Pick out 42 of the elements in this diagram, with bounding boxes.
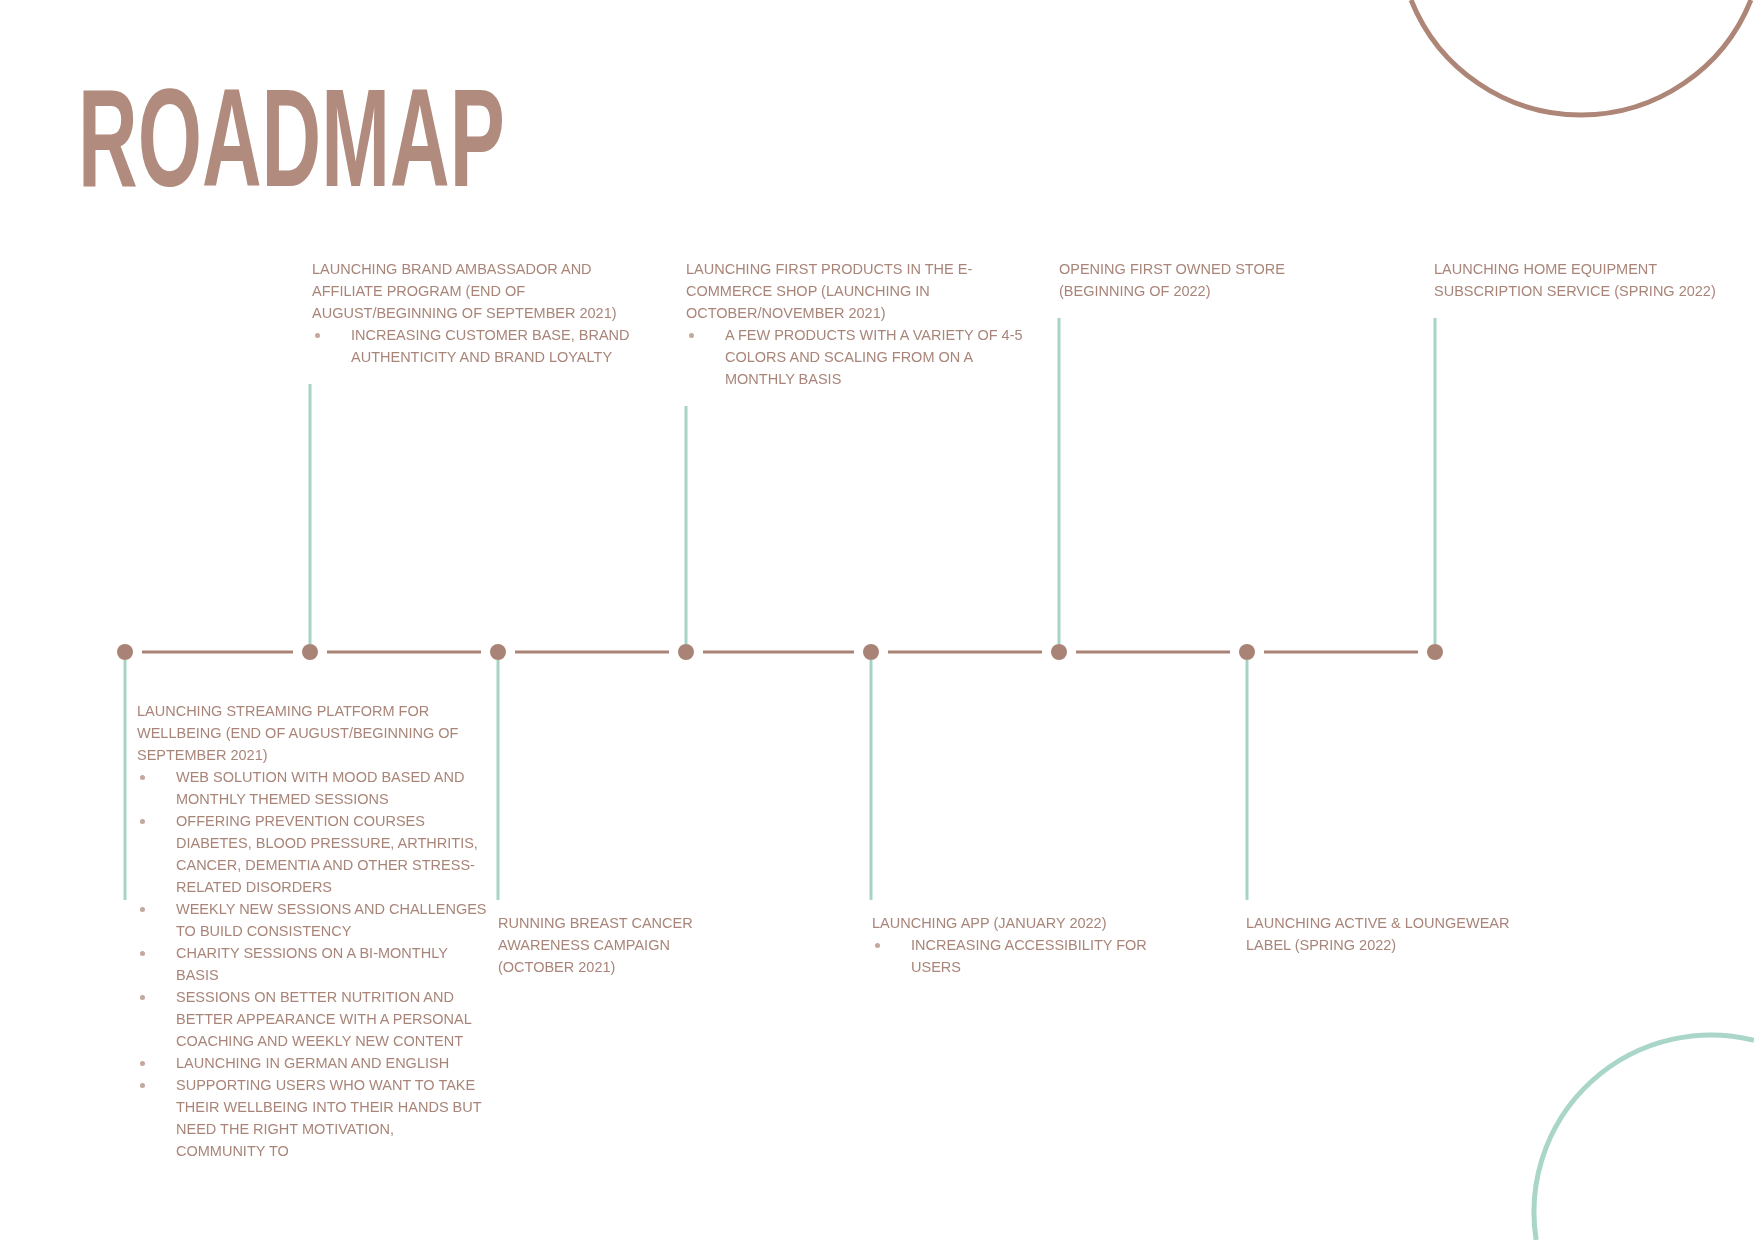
connector-line <box>308 384 312 644</box>
bullet-text: CHARITY SESSIONS ON A BI-MONTHLY BASIS <box>176 944 449 985</box>
connector-line <box>123 660 127 900</box>
milestone-title: RUNNING BREAST CANCER AWARENESS CAMPAIGN (OCTOBER 2021) <box>498 914 694 977</box>
connector-line <box>496 660 500 900</box>
timeline-dot <box>1427 644 1443 660</box>
timeline-dot <box>302 644 318 660</box>
timeline-dot <box>678 644 694 660</box>
bullet-text: WEEKLY NEW SESSIONS AND CHALLENGES TO BUILD CONSISTENCY <box>176 900 487 941</box>
milestone-title: LAUNCHING HOME EQUIPMENT SUBSCRIPTION SERVICE (SPRING 2022) <box>1434 260 1717 301</box>
connector-line <box>1245 660 1249 900</box>
bullet-text: SESSIONS ON BETTER NUTRITION AND BETTER APPEARANCE WITH A PERSONAL COACHING AND WEEKLY NEW CONTENT <box>176 988 473 1051</box>
timeline-line <box>888 650 1042 654</box>
milestone-title: LAUNCHING BRAND AMBASSADOR AND AFFILIATE PROGRAM (END OF AUGUST/BEGINNING OF SEPTEMBER 2021) <box>312 260 618 323</box>
timeline-line <box>1264 650 1418 654</box>
milestone-title: OPENING FIRST OWNED STORE (BEGINNING OF 2022) <box>1059 260 1286 301</box>
timeline-dot <box>117 644 133 660</box>
connector-line <box>869 660 873 900</box>
connector-line <box>1433 318 1437 644</box>
milestone-title: LAUNCHING ACTIVE & LOUNGEWEAR LABEL (SPRING 2022) <box>1246 914 1511 955</box>
timeline-line <box>515 650 669 654</box>
bullet-text: LAUNCHING IN GERMAN AND ENGLISH <box>176 1054 450 1073</box>
milestone-title: LAUNCHING STREAMING PLATFORM FOR WELLBEING (END OF AUGUST/BEGINNING OF SEPTEMBER 2021) <box>137 702 460 765</box>
timeline-dot <box>1051 644 1067 660</box>
timeline-line <box>142 650 293 654</box>
milestone-title: LAUNCHING FIRST PRODUCTS IN THE E-COMMERCE SHOP (LAUNCHING IN OCTOBER/NOVEMBER 2021) <box>686 260 974 323</box>
timeline-dot <box>863 644 879 660</box>
bullet-text: A FEW PRODUCTS WITH A VARIETY OF 4-5 COLORS AND SCALING FROM ON A MONTHLY BASIS <box>725 326 1024 389</box>
bullet-text: OFFERING PREVENTION COURSES DIABETES, BLOOD PRESSURE, ARTHRITIS, CANCER, DEMENTIA AND OTHER STRESS-RELATED DISORDERS <box>176 812 479 897</box>
title: ROADMAP <box>78 68 505 208</box>
timeline-dot <box>1239 644 1255 660</box>
timeline-line <box>703 650 854 654</box>
bullet-text: WEB SOLUTION WITH MOOD BASED AND MONTHLY THEMED SESSIONS <box>176 768 466 809</box>
timeline-dot <box>490 644 506 660</box>
timeline-line <box>1076 650 1230 654</box>
bullet-text: SUPPORTING USERS WHO WANT TO TAKE THEIR WELLBEING INTO THEIR HANDS BUT NEED THE RIGHT MOTIVATION, COMMUNITY TO <box>176 1076 483 1161</box>
connector-line <box>684 406 688 644</box>
bullet-text: INCREASING ACCESSIBILITY FOR USERS <box>911 936 1148 977</box>
connector-line <box>1057 318 1061 644</box>
timeline-line <box>327 650 481 654</box>
bullet-text: INCREASING CUSTOMER BASE, BRAND AUTHENTICITY AND BRAND LOYALTY <box>351 326 631 367</box>
milestone-title: LAUNCHING APP (JANUARY 2022) <box>872 914 1108 933</box>
